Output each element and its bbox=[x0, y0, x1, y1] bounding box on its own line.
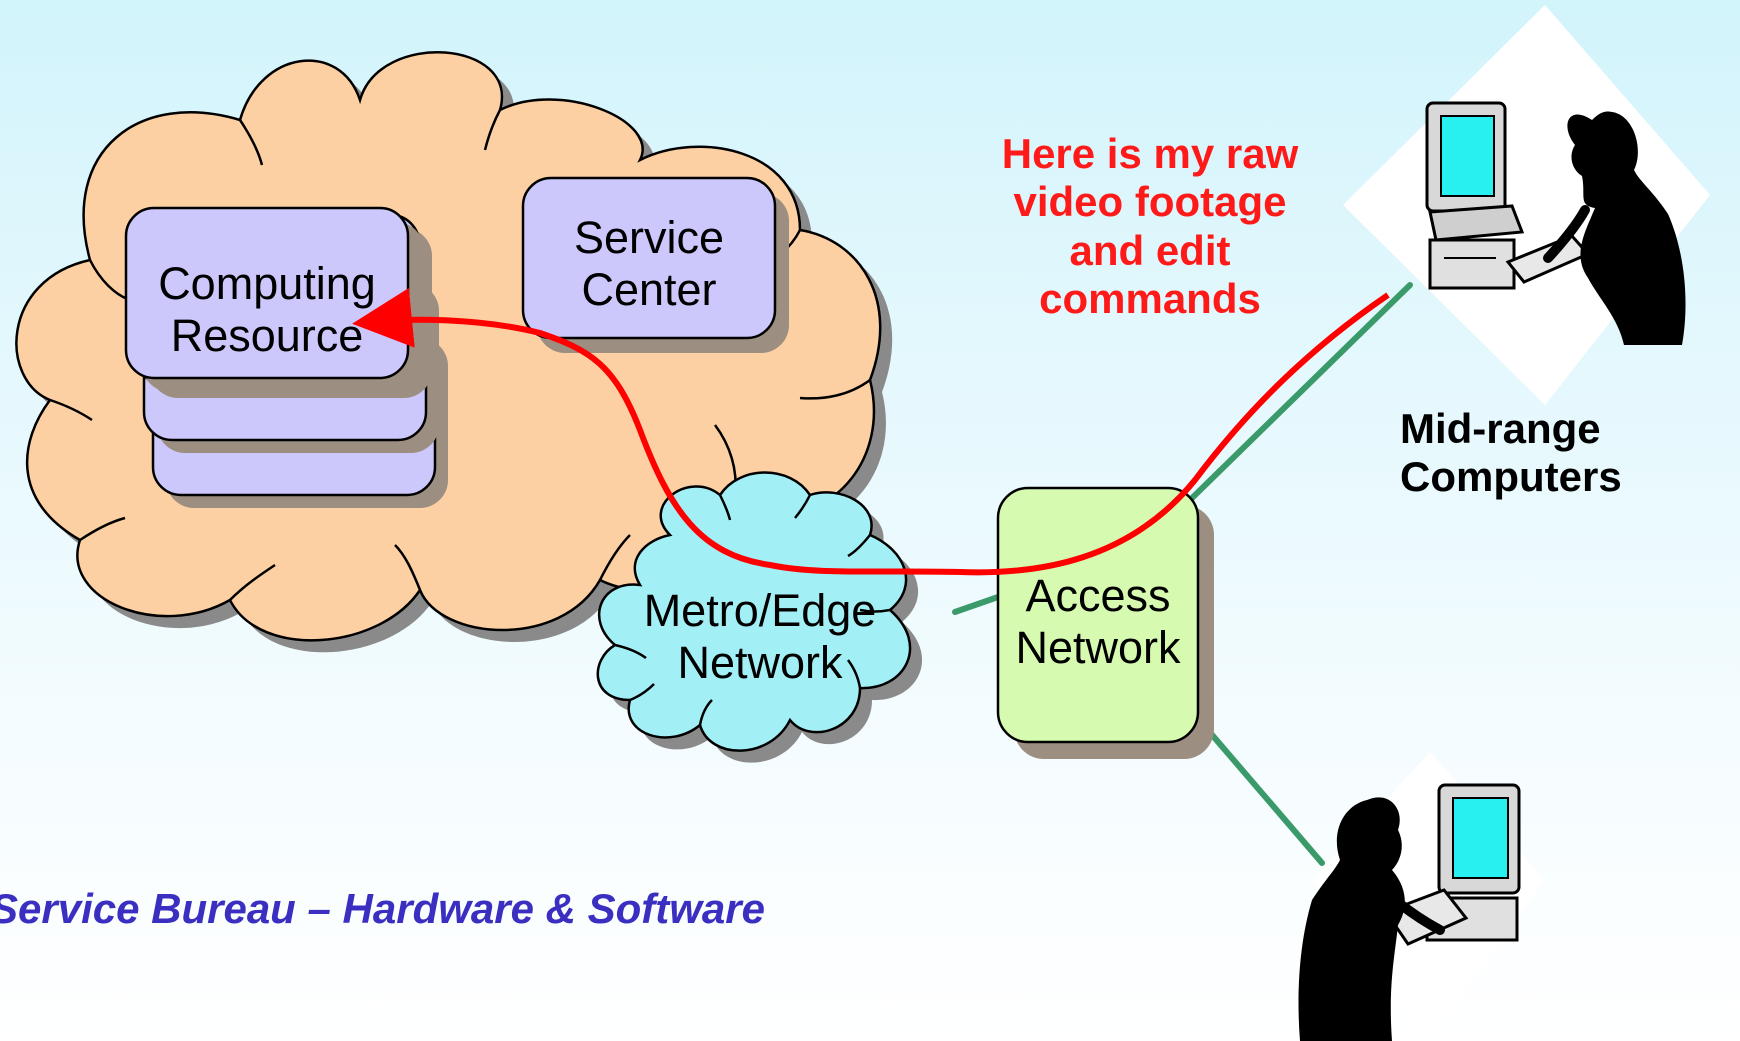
video-data-path bbox=[352, 287, 1390, 576]
user-computer-icon-top bbox=[1343, 5, 1710, 405]
service-center-label: Service Center bbox=[573, 212, 725, 315]
access-network-label: Access Network bbox=[1015, 570, 1181, 673]
access-links bbox=[952, 282, 1413, 866]
computing-resource-label: Computing Resource bbox=[158, 258, 376, 361]
computing-resource-stack bbox=[124, 206, 448, 508]
metro-edge-network-label: Metro/Edge Network bbox=[643, 585, 877, 688]
diagram-caption: Service Bureau – Hardware & Software bbox=[0, 885, 765, 932]
access-network-box bbox=[996, 486, 1214, 759]
user-type-label: Mid-range Computers bbox=[1400, 405, 1622, 501]
metro-edge-cloud bbox=[596, 471, 923, 763]
service-center-box bbox=[521, 176, 789, 353]
user-computer-icon-bottom bbox=[1298, 752, 1545, 1041]
annotation-text: Here is my raw video footage and edit co… bbox=[1001, 130, 1299, 322]
